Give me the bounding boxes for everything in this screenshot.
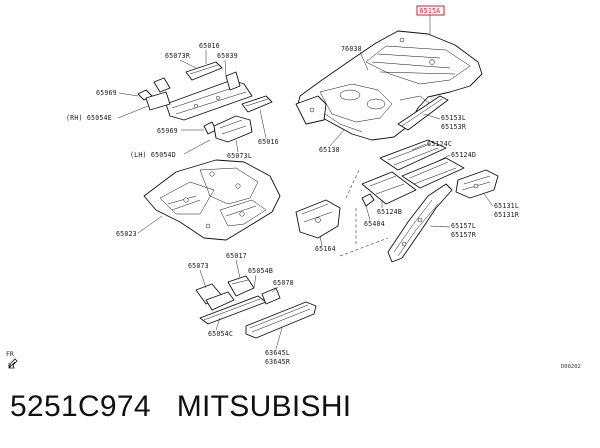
label-65131R[interactable]: 65131R <box>494 211 519 219</box>
label-65157L[interactable]: 65157L <box>451 222 476 230</box>
bracket-65078 <box>261 287 281 305</box>
label-65054E[interactable]: (RH) 65054E <box>66 114 112 122</box>
label-65054D[interactable]: (LH) 65054D <box>130 151 176 159</box>
side-rail-65124 <box>361 139 465 205</box>
side-member-65157 <box>387 183 453 263</box>
label-65039[interactable]: 65039 <box>217 52 238 60</box>
label-65969-a[interactable]: 65969 <box>96 89 117 97</box>
label-65017[interactable]: 65017 <box>226 252 247 260</box>
label-highlighted-part[interactable]: 6515A <box>420 7 441 15</box>
front-floor-pan <box>143 159 281 241</box>
cross-member-65073 <box>195 283 235 311</box>
label-65023[interactable]: 65023 <box>116 230 137 238</box>
front-mark-label: FR <box>6 350 14 358</box>
label-63645L[interactable]: 63645L <box>265 349 290 357</box>
label-63645R[interactable]: 63645R <box>265 358 290 366</box>
label-65153L[interactable]: 65153L <box>441 114 466 122</box>
front-rail-65073R <box>153 61 223 93</box>
reinforcement-65016-mid <box>241 95 273 113</box>
label-65138[interactable]: 65138 <box>319 146 340 154</box>
rear-floor-pan <box>297 30 483 141</box>
label-65078[interactable]: 65078 <box>273 279 294 287</box>
label-65073-low[interactable]: 65073 <box>188 262 209 270</box>
front-rail-65073L <box>213 115 253 143</box>
label-65131L[interactable]: 65131L <box>494 202 519 210</box>
diagram-code: D00202 <box>561 364 581 370</box>
label-65164[interactable]: 65164 <box>315 245 336 253</box>
label-65073L[interactable]: 65073L <box>227 152 252 160</box>
label-65016-top[interactable]: 65016 <box>199 42 220 50</box>
label-65054C[interactable]: 65054C <box>208 330 233 338</box>
bracket-65017 <box>227 275 255 297</box>
label-65404[interactable]: 65404 <box>364 220 385 228</box>
label-65153R[interactable]: 65153R <box>441 123 466 131</box>
bracket-65164 <box>295 199 341 239</box>
label-65073R[interactable]: 65073R <box>165 52 190 60</box>
label-65969-b[interactable]: 65969 <box>157 127 178 135</box>
side-bracket-65131 <box>455 169 499 199</box>
front-side-sill <box>165 71 253 121</box>
label-65054B[interactable]: 65054B <box>248 267 273 275</box>
rear-cross-member <box>397 95 449 131</box>
label-65124B[interactable]: 65124B <box>377 208 402 216</box>
label-65124D[interactable]: 65124D <box>451 151 476 159</box>
part-caption: 5251C974 MITSUBISHI <box>10 390 352 423</box>
label-65157R[interactable]: 65157R <box>451 231 476 239</box>
sill-63645 <box>245 301 317 339</box>
label-65124C[interactable]: 65124C <box>427 140 452 148</box>
label-65016-mid[interactable]: 65016 <box>258 138 279 146</box>
label-76038[interactable]: 76038 <box>341 45 362 53</box>
front-arrow-icon <box>8 358 18 369</box>
highlight-box[interactable] <box>416 5 445 16</box>
bracket-65138 <box>295 95 327 125</box>
